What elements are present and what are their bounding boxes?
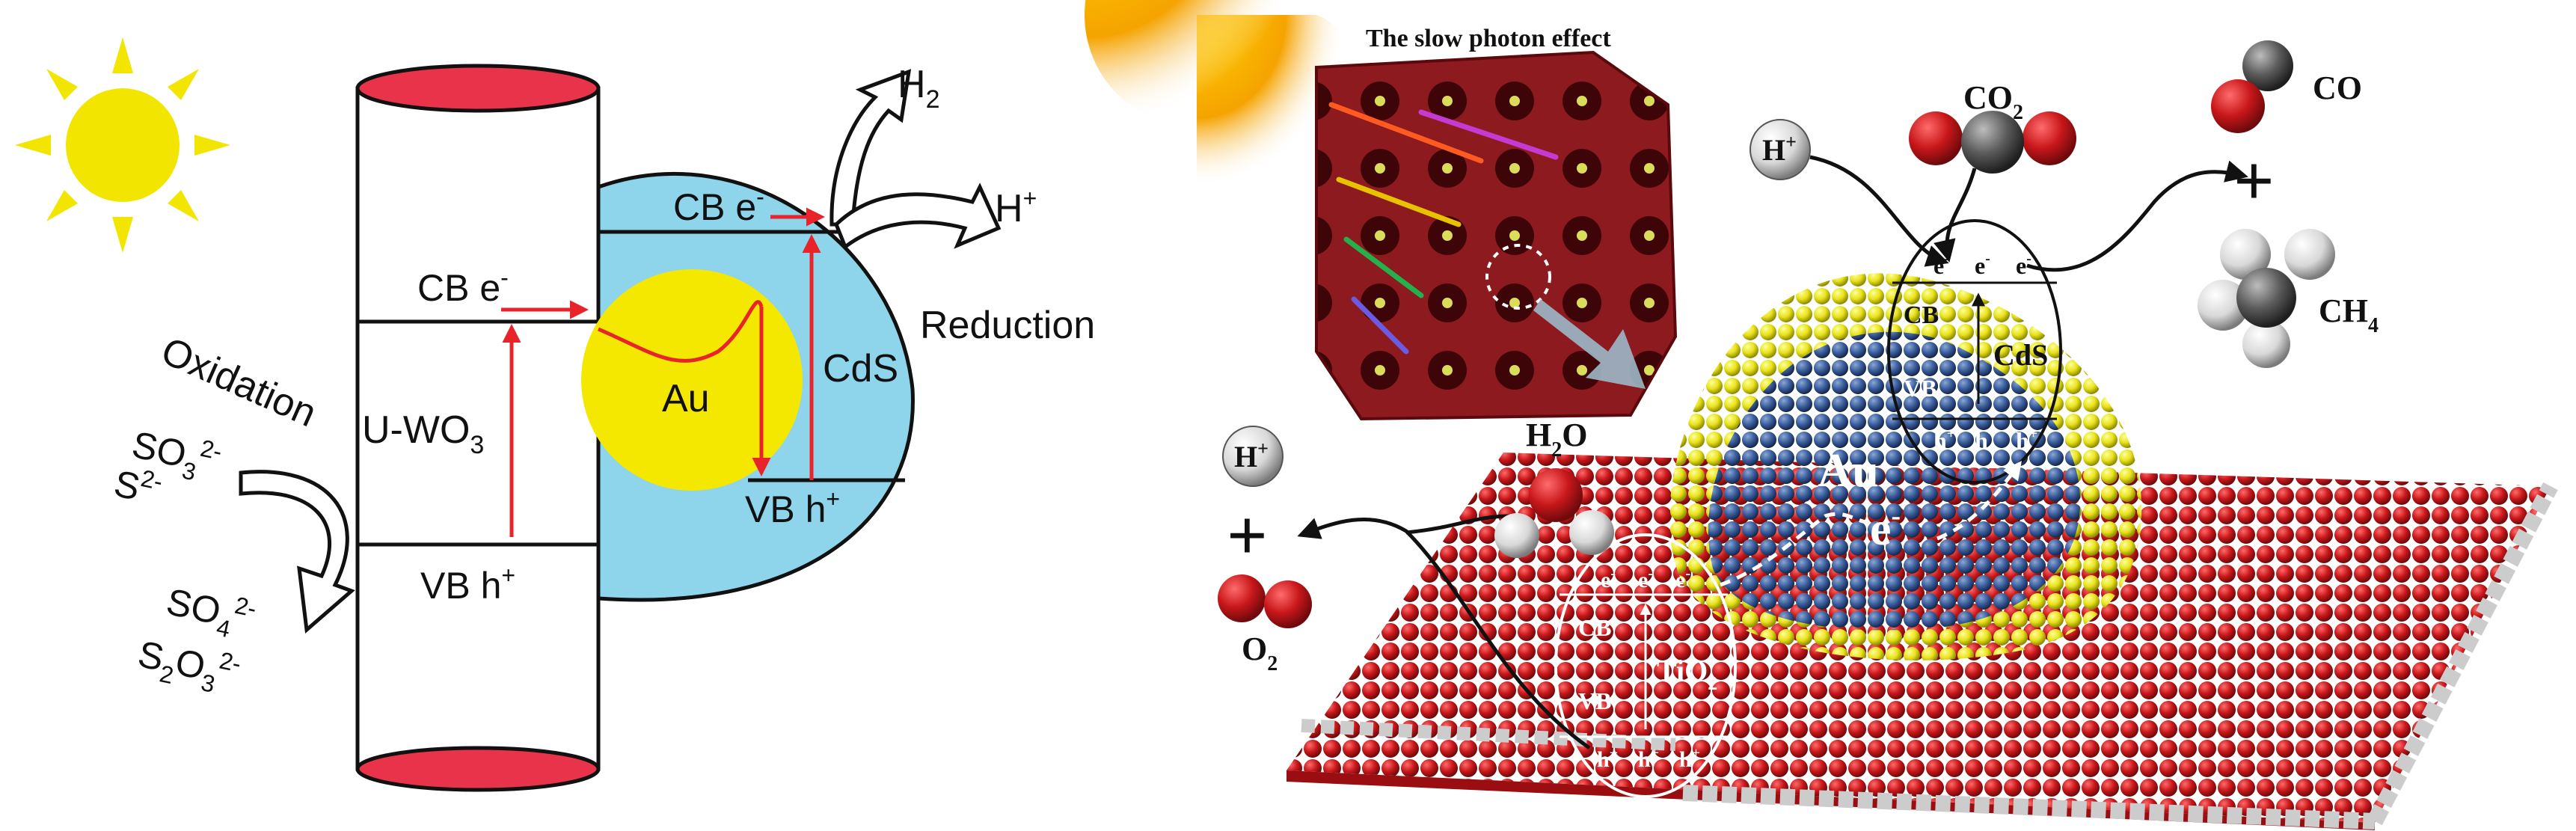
sun-icon-inset (1085, 0, 1309, 127)
s2-label: S2- (111, 459, 165, 513)
tio2-e1: e (1601, 568, 1610, 592)
cb-label-wo3: CB e- (417, 264, 509, 309)
cds-h3: h (2016, 427, 2029, 454)
cds-band-ellipse: CB VB CdS e- e- e- h+ h+ h+ (1887, 219, 2062, 484)
cds-e3: e (2016, 252, 2026, 279)
co2-label: CO2 (1963, 79, 2023, 124)
svg-text:h+: h+ (1933, 426, 1955, 454)
co2-molecule: CO2 (1909, 79, 2076, 174)
cds-e2: e (1975, 252, 1985, 279)
cb-label-cds: CB e- (673, 183, 764, 228)
o2-label: O2 (1242, 631, 1278, 675)
tio2-e3: e (1675, 568, 1685, 592)
tio2-e2: e (1638, 568, 1648, 592)
tio2-band-ellipse: CB VB TiO2 e- e- e- h+ h+ h+ (1554, 533, 1737, 798)
tio2-label: TiO2 (1657, 654, 1717, 694)
cds-to-products-arrow (2026, 160, 2248, 272)
au-core (581, 269, 803, 491)
inverse-opal-frame (1315, 50, 1678, 421)
vb-label-wo3: VB h+ (420, 562, 515, 607)
ch4-label: CH4 (2319, 292, 2379, 337)
au-label: Au (662, 377, 710, 420)
h2o-to-branch-arrow (1405, 514, 1512, 535)
tio2-h1: h (1597, 747, 1610, 772)
au-label-3d: Au (1818, 444, 1879, 497)
svg-text:H+: H+ (1234, 438, 1269, 473)
s2o3-label: S2O32- (133, 630, 244, 702)
transmitted-light-arrow (1533, 299, 1646, 389)
svg-text:h+: h+ (1975, 426, 1996, 454)
plus-sign-products: + (2233, 141, 2275, 221)
oxidation-arrow (239, 470, 355, 634)
cds-label-3d: CdS (1993, 338, 2048, 372)
svg-text:e-: e- (1638, 565, 1653, 592)
co2-to-cds-arrow (1933, 168, 1977, 263)
co-label: CO (2313, 70, 2362, 106)
svg-text:e-: e- (1975, 251, 1990, 279)
hplus-molecule-top: H+ (1749, 119, 1811, 180)
oxidation-label: Oxidation (155, 329, 322, 435)
tio2-h2: h (1638, 747, 1651, 772)
so4-label: SO42- (162, 577, 259, 647)
plus-sign-left: + (1227, 495, 1268, 575)
sun-icon (15, 37, 230, 253)
tio2-h3: h (1679, 747, 1692, 772)
hplus-to-cds-arrow (1809, 155, 1949, 267)
svg-text:h+: h+ (1597, 745, 1618, 772)
right-panel: The slow photon effect Au e- CB VB CdS (1085, 0, 2558, 830)
cds-vb-label: VB (1904, 375, 1936, 402)
au-cds-particle: Au e- (1669, 273, 2142, 660)
svg-text:h+: h+ (1638, 745, 1659, 772)
tio2-vb-label: VB (1578, 687, 1611, 714)
cds-label: CdS (823, 347, 898, 390)
svg-text:h+: h+ (1679, 745, 1700, 772)
hplus-molecule-left: H+ (1222, 426, 1284, 487)
co-molecule: CO (2211, 40, 2362, 133)
hplus-label: H+ (995, 185, 1037, 230)
tio2-cb-label: CB (1578, 614, 1611, 641)
cds-cb-label: CB (1904, 301, 1939, 329)
vb-label-cds: VB h+ (745, 485, 840, 530)
u-wo3-label: U-WO3 (362, 408, 484, 459)
left-panel: Au CB e- VB h+ U-WO3 CB e- VB h+ CdS Red… (15, 37, 1095, 792)
reduction-label: Reduction (920, 304, 1095, 347)
svg-text:H+: H+ (1762, 131, 1797, 167)
ch4-molecule: CH4 (2198, 229, 2379, 368)
o2-molecule: O2 (1218, 574, 1312, 675)
tio2-to-products-arrow (1297, 517, 1591, 750)
h2o-molecule: H2O (1494, 417, 1614, 558)
au-transfer-curve (598, 300, 764, 363)
inset-title: The slow photon effect (1366, 25, 1611, 52)
h2o-label: H2O (1526, 417, 1587, 462)
electron-transfer-path (1720, 464, 2020, 587)
cds-h1: h (1933, 427, 1947, 454)
h2-release-arrow (829, 69, 912, 227)
cds-h2: h (1975, 427, 1988, 454)
hplus-input-arrow (834, 183, 1002, 250)
slow-photon-inset: The slow photon effect (1085, 0, 1678, 421)
electron-label: e- (1870, 500, 1901, 555)
h2-label: H2 (898, 63, 939, 114)
u-wo3-cylinder (355, 64, 601, 792)
svg-text:e-: e- (1601, 565, 1616, 592)
svg-text:e-: e- (2016, 251, 2031, 279)
svg-text:e-: e- (1675, 565, 1690, 592)
